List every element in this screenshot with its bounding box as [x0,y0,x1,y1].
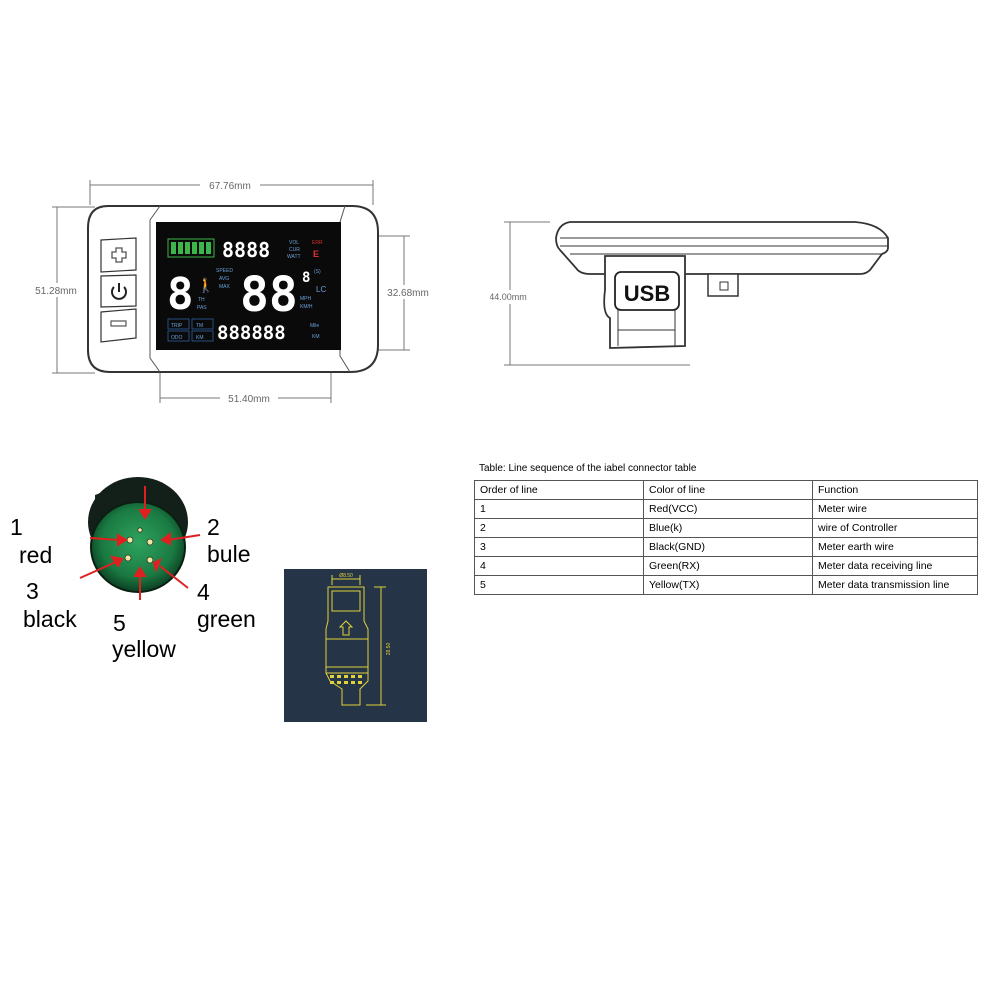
svg-text:TM: TM [196,323,203,329]
header-function: Function [812,480,978,500]
table-row: 3 Black(GND) Meter earth wire [474,537,978,557]
svg-text:MAX: MAX [219,284,231,290]
pin-1-number: 1 [10,514,23,540]
battery-bar [199,242,204,254]
minus-icon [110,320,127,327]
svg-text:(S): (S) [314,269,321,275]
table-row: 5 Yellow(TX) Meter data transmission lin… [474,575,978,595]
table-cell: 2 [474,518,644,538]
svg-text:TRIP: TRIP [171,323,183,329]
table-cell: Black(GND) [643,537,813,557]
svg-text:8: 8 [302,270,310,286]
svg-text:KM/H: KM/H [300,304,313,310]
table-cell: 4 [474,556,644,576]
table-cell: wire of Controller [812,518,978,538]
connector-photo [79,477,201,600]
table-cell: Green(RX) [643,556,813,576]
svg-text:CUR: CUR [289,247,300,253]
svg-text:MPH: MPH [300,296,312,302]
width-dimension: 67.76mm [209,181,251,192]
svg-text:KM: KM [312,334,320,340]
table-row: 4 Green(RX) Meter data receiving line [474,556,978,576]
svg-text:LC: LC [316,285,326,294]
table-cell: 1 [474,499,644,519]
table-cell: Meter wire [812,499,978,519]
table-cell: Meter data receiving line [812,556,978,576]
table-cell: 3 [474,537,644,557]
height-dimension: 51.28mm [35,286,77,297]
front-view-drawing: 67.76mm 51.28mm 32.68mm 51.40mm 8888 VOL… [30,179,438,405]
battery-bar [171,242,176,254]
svg-text:VOL: VOL [289,240,299,246]
pin-5-color: yellow [112,636,176,662]
table-header-row: Order of line Color of line Function [474,480,978,500]
table-row: 1 Red(VCC) Meter wire [474,499,978,519]
walk-icon: 🚶 [197,277,214,294]
table-cell: Red(VCC) [643,499,813,519]
svg-text:AVG: AVG [219,276,229,282]
svg-text:Ø8.50: Ø8.50 [339,573,353,579]
table-cell: Blue(k) [643,518,813,538]
battery-icon [167,238,215,258]
power-button[interactable] [100,274,137,308]
pin-2-number: 2 [207,514,220,540]
svg-text:Mile: Mile [310,323,319,329]
svg-text:ERR: ERR [312,240,323,246]
top-digits: 8888 [222,238,270,262]
battery-bar [206,242,211,254]
svg-text:28.50: 28.50 [386,643,392,656]
connector-table: Order of line Color of line Function 1 R… [474,480,978,595]
svg-text:PAS: PAS [197,305,207,311]
level-digit: 8 [167,269,194,320]
side-view-drawing: 44.00mm USB [490,221,889,366]
table-cell: Meter data transmission line [812,575,978,595]
plus-icon [111,247,127,263]
svg-text:KM: KM [196,335,204,341]
battery-bar [178,242,183,254]
table-cell: 5 [474,575,644,595]
minus-button[interactable] [100,308,137,343]
svg-text:TH: TH [198,297,205,303]
table-title: Table: Line sequence of the iabel connec… [479,463,697,474]
pin-5-number: 5 [113,610,126,636]
svg-text:44.00mm: 44.00mm [490,292,527,302]
connector-dimension-drawing: Ø8.50 28.50 [284,569,427,722]
plus-button[interactable] [100,237,137,273]
screen-height-dimension: 32.68mm [387,288,429,299]
battery-bar [185,242,190,254]
svg-text:WATT: WATT [287,254,301,260]
pin-1-color: red [19,542,53,568]
screen-width-dimension: 51.40mm [228,394,270,405]
battery-bar [192,242,197,254]
pin-4-color: green [197,606,256,632]
power-icon [111,283,127,300]
svg-text:ODO: ODO [171,335,183,341]
table-cell: Meter earth wire [812,537,978,557]
svg-text:E: E [313,249,319,259]
pin-3-number: 3 [26,578,39,604]
pin-3-color: black [23,606,77,632]
table-cell: Yellow(TX) [643,575,813,595]
svg-text:SPEED: SPEED [216,268,233,274]
speed-digits: 88 [240,267,298,323]
table-row: 2 Blue(k) wire of Controller [474,518,978,538]
pin-4-number: 4 [197,579,210,605]
odo-digits: 888888 [217,322,286,344]
usb-label: USB [624,281,670,306]
header-order: Order of line [474,480,644,500]
header-color: Color of line [643,480,813,500]
pin-2-color: bule [207,541,251,567]
